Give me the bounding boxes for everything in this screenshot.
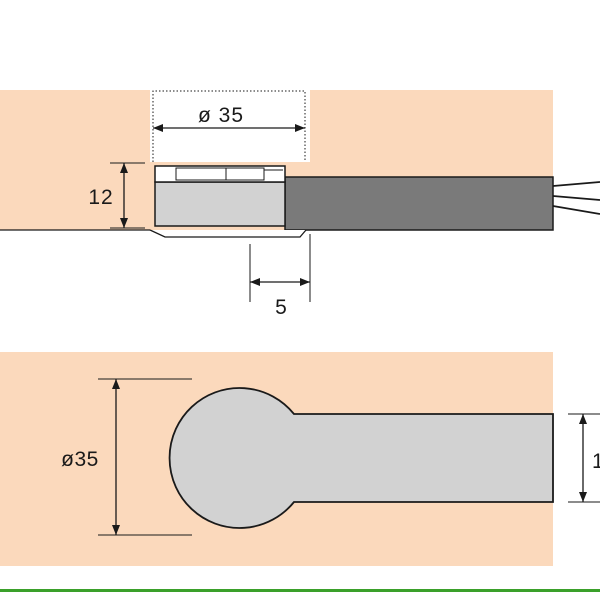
dim-height-arrow-bottom [120,218,128,228]
recess-dotted-outline [152,90,306,162]
dim-diameter-arrow-left [153,124,163,132]
dim-depth-arrow-right [300,278,310,286]
side-housing [154,181,286,227]
dim-top-diameter-arrow-top [112,379,120,389]
side-view: ø 35 12 5 [0,90,600,319]
dim-top-diameter-label: ø35 [61,448,99,471]
side-housing-cap-detail [175,167,265,181]
dim-side-height-label: 12 [88,186,113,209]
top-keyhole-recess [168,387,554,529]
dim-top-diameter-arrow-bottom [112,525,120,535]
dim-side-diameter-label: ø 35 [198,104,244,127]
dim-diameter-arrow-right [295,124,305,132]
dim-top-channel-label: 1 [592,450,600,473]
dim-top-channel-arrow-bottom [579,492,587,502]
side-cables [552,181,600,215]
top-view: ø35 1 [0,352,600,566]
side-recess-cutout [150,90,310,162]
side-cable-channel [284,176,554,231]
dim-top-channel-arrow-top [579,414,587,424]
bottom-rule [0,589,600,592]
side-housing-base [149,229,307,238]
dim-depth-arrow-left [250,278,260,286]
dim-height-arrow-top [120,163,128,173]
dim-side-depth-label: 5 [275,296,287,319]
